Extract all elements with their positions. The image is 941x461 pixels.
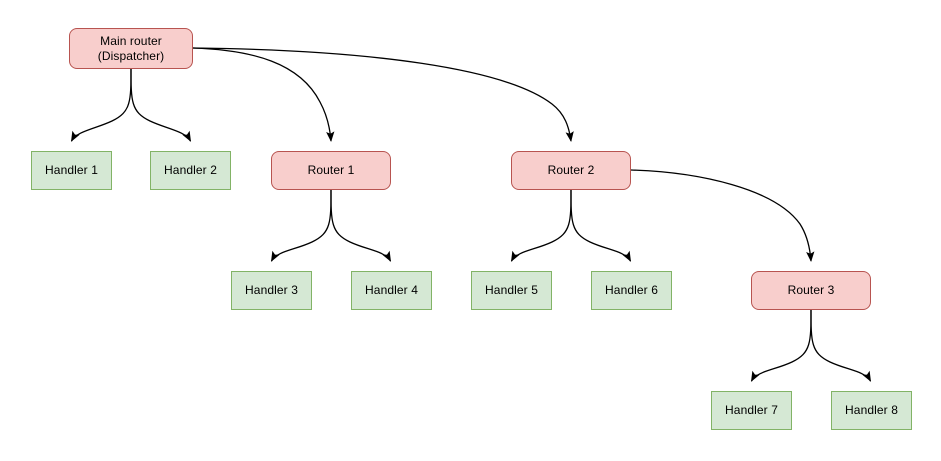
node-handler-3-label: Handler 3 <box>245 283 298 297</box>
node-router-2[interactable]: Router 2 <box>511 151 631 190</box>
node-handler-6[interactable]: Handler 6 <box>591 271 672 310</box>
node-handler-2[interactable]: Handler 2 <box>150 151 231 190</box>
node-handler-7[interactable]: Handler 7 <box>711 391 792 430</box>
edge-main-router-to-router-1 <box>192 47 335 143</box>
node-router-2-label: Router 2 <box>547 163 595 177</box>
node-router-1[interactable]: Router 1 <box>271 151 391 190</box>
node-handler-2-label: Handler 2 <box>164 163 217 177</box>
node-router-1-label: Router 1 <box>307 163 355 177</box>
node-handler-4[interactable]: Handler 4 <box>351 271 432 310</box>
node-handler-5-label: Handler 5 <box>485 283 538 297</box>
edge-router-3-to-handler-7 <box>750 309 812 382</box>
node-handler-7-label: Handler 7 <box>725 403 778 417</box>
edge-main-router-to-handler-2 <box>130 68 192 142</box>
node-handler-8-label: Handler 8 <box>845 403 898 417</box>
node-handler-8[interactable]: Handler 8 <box>831 391 912 430</box>
node-main-router-label: Main router (Dispatcher) <box>97 33 165 63</box>
edge-router-3-to-handler-8 <box>810 309 872 382</box>
edge-router-1-to-handler-4 <box>330 189 392 262</box>
edge-router-2-to-handler-6 <box>570 189 632 262</box>
node-main-router[interactable]: Main router (Dispatcher) <box>69 28 193 69</box>
node-handler-5[interactable]: Handler 5 <box>471 271 552 310</box>
edge-router-2-to-handler-5 <box>510 189 572 262</box>
node-handler-4-label: Handler 4 <box>365 283 418 297</box>
node-handler-6-label: Handler 6 <box>605 283 658 297</box>
edge-main-router-to-handler-1 <box>70 68 132 142</box>
node-handler-3[interactable]: Handler 3 <box>231 271 312 310</box>
node-handler-1-label: Handler 1 <box>45 163 98 177</box>
edge-router-1-to-handler-3 <box>270 189 332 262</box>
node-router-3-label: Router 3 <box>787 283 835 297</box>
edge-main-router-to-router-2 <box>192 47 574 143</box>
node-handler-1[interactable]: Handler 1 <box>31 151 112 190</box>
edge-router-2-to-router-3 <box>630 169 815 263</box>
node-router-3[interactable]: Router 3 <box>751 271 871 310</box>
